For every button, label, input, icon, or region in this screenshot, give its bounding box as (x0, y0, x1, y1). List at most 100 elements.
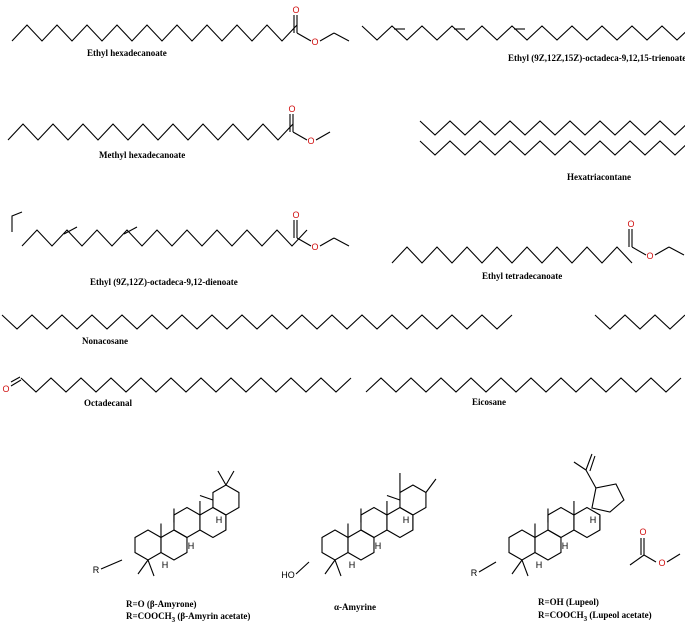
label-ethyl-trienoate: Ethyl (9Z,12Z,15Z)-octadeca-9,12,15-trie… (508, 53, 685, 63)
beta-amyrin-double-bond (199, 494, 214, 501)
alpha-amyrin-hydroxyl: HO (281, 570, 295, 580)
alpha-amyrin-oh-bond (295, 561, 310, 575)
chain-ethyl-dienoate (21, 229, 308, 247)
alpha-amyrin-ring-b (347, 529, 375, 561)
c6-alkyl-1 (654, 246, 670, 256)
dienoate-double-bond-1 (63, 226, 78, 235)
c1-alkyl-2 (333, 32, 350, 42)
c3-ester-bond (292, 131, 308, 141)
label-lupeol: R=OH (Lupeol) (538, 597, 599, 607)
label-nonacosane: Nonacosane (82, 336, 129, 346)
alpha-amyrin-h5: H (349, 560, 356, 570)
acetate-bond-2 (643, 554, 657, 563)
chain-hexatriacontane-upper (419, 120, 685, 136)
beta-amyrin-h5: H (162, 560, 169, 570)
c5-alkyl-1 (319, 237, 335, 247)
chain-nonacosane (1, 314, 513, 330)
beta-amyrin-c4-methyl-2 (147, 559, 155, 577)
chain-ethyl-tetradecanoate (391, 246, 633, 264)
label-alpha-amyrine: α-Amyrine (334, 602, 377, 612)
lupeol-isopropenyl-me (573, 461, 587, 471)
beta-amyrin-gem-methyl-1 (217, 470, 227, 486)
acetate-bond-1 (629, 554, 645, 566)
alpha-amyrin-h18: H (403, 515, 410, 525)
c6-ester-oxygen: O (646, 251, 653, 261)
lupeol-h5: H (536, 560, 543, 570)
label-beta-amyrin-acetate: R=COOCH3 (β-Amyrin acetate) (126, 611, 251, 624)
chain-ethyl-hexadecanoate (11, 24, 298, 42)
beta-amyrin-r-group: R (93, 565, 100, 575)
aldehyde-bond-2 (10, 376, 21, 383)
dienoate-double-bond-2 (123, 226, 138, 235)
label-ethyl-dienoate: Ethyl (9Z,12Z)-octadeca-9,12-dienoate (90, 277, 238, 287)
alpha-amyrin-ring-a (321, 529, 349, 561)
beta-amyrin-gem-methyl-2 (225, 470, 235, 486)
label-ethyl-hexadecanoate: Ethyl hexadecanoate (87, 48, 167, 58)
alpha-amyrin-c4-methyl-1 (324, 559, 336, 575)
c5-carbonyl-oxygen: O (292, 210, 299, 220)
lupeol-c4-methyl-2 (521, 559, 529, 577)
c3-alkyl-1 (315, 131, 331, 141)
chain-eicosane (365, 377, 682, 393)
label-lupeol-acetate: R=COOCH3 (Lupeol acetate) (538, 610, 652, 623)
lupeol-ring-b (534, 529, 562, 561)
alpha-amyrin-ring-e (399, 484, 427, 516)
lupeol-ring-c (547, 506, 575, 539)
beta-amyrin-ring-c (173, 506, 201, 539)
lupeol-r-bond (478, 561, 497, 573)
beta-amyrin-r-bond (100, 559, 123, 570)
aliphatic-chains (1, 15, 685, 393)
alpha-amyrin-ring-c (360, 506, 388, 539)
octadecanal-oxygen: O (2, 384, 9, 394)
lupeol-isopropenyl-ch2-2 (589, 455, 596, 472)
alpha-amyrin-c4-methyl-2 (334, 559, 342, 577)
label-hexatriacontane: Hexatriacontane (567, 172, 631, 182)
acetate-ester-oxygen: O (658, 558, 665, 568)
c5-ester-bond (296, 237, 312, 247)
beta-amyrin-c4-methyl-1 (137, 559, 149, 575)
chain-hexatriacontane-lower (419, 140, 685, 156)
beta-amyrin-ring-e (212, 484, 240, 516)
chain-octadecanal (20, 377, 352, 393)
acetate-bond-3 (666, 553, 681, 563)
c5-ester-oxygen: O (311, 242, 318, 252)
aldehyde-bond (10, 379, 22, 387)
alpha-amyrin-double-bond (386, 494, 401, 501)
lupeol-isopropenyl-ch2 (585, 453, 593, 471)
label-methyl-hexadecanoate: Methyl hexadecanoate (99, 150, 186, 160)
c1-alkyl-1 (319, 32, 335, 42)
c6-ester-bond (631, 246, 647, 256)
beta-amyrin-h18: H (216, 515, 223, 525)
triterpene-skeletons (100, 453, 681, 577)
c1-ester-oxygen: O (311, 37, 318, 47)
beta-amyrin-ring-a (134, 529, 162, 561)
c1-ester-bond (296, 32, 312, 42)
label-eicosane: Eicosane (472, 397, 507, 407)
lupeol-c4-methyl-1 (511, 559, 523, 575)
label-octadecanal: Octadecanal (84, 398, 132, 408)
c1-carbonyl-oxygen: O (292, 5, 299, 15)
beta-amyrin-h9: H (188, 541, 195, 551)
lupeol-ring-e (591, 483, 625, 513)
beta-amyrin-ring-b (160, 529, 188, 561)
label-ethyl-tetradecanoate: Ethyl tetradecanoate (482, 271, 563, 281)
c6-carbonyl-oxygen: O (627, 219, 634, 229)
c5-alkyl-2 (333, 237, 350, 247)
lupeol-r-group: R (471, 568, 478, 578)
lupeol-isopropenyl (585, 469, 597, 489)
chain-ethyl-trienoate (361, 25, 685, 41)
c6-alkyl-2 (668, 246, 685, 256)
c3-carbonyl-oxygen: O (288, 104, 295, 114)
dienoate-tail (11, 211, 23, 232)
lupeol-h18: H (590, 515, 597, 525)
chain-methyl-hexadecanoate (7, 123, 294, 141)
lupeol-ring-a (508, 529, 536, 561)
alpha-amyrin-methyl-20 (425, 478, 437, 493)
acetate-carbonyl-oxygen: O (639, 527, 646, 537)
chain-nonacosane-cut (594, 314, 685, 330)
label-beta-amyrone: R=O (β-Amyrone) (126, 599, 197, 609)
c3-ester-oxygen: O (307, 136, 314, 146)
lupeol-h9: H (562, 541, 569, 551)
